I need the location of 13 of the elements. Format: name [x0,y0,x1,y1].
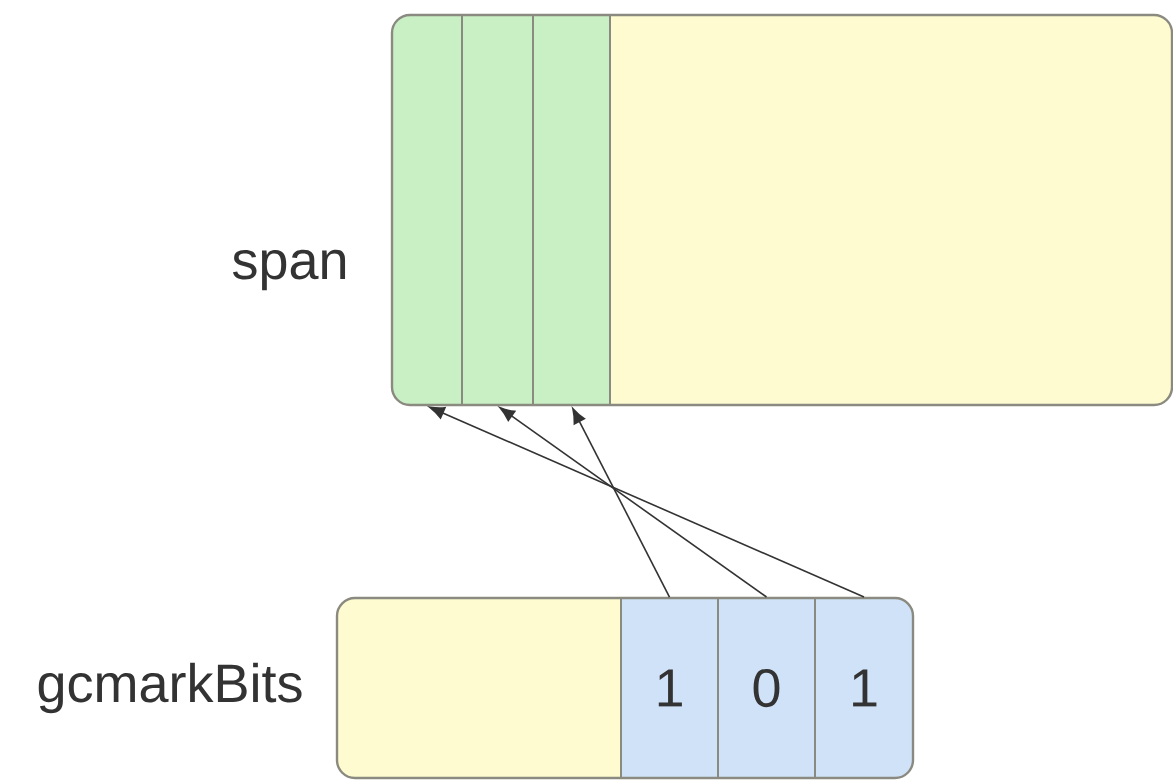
bit-cell: 1 [620,598,719,778]
bit-cell: 0 [717,598,816,778]
memory-slot [337,598,622,778]
memory-slot [609,15,1172,405]
row-label: gcmarkBits [38,662,302,714]
arrow [499,407,768,598]
arrow [572,408,671,598]
memory-slot [392,15,463,405]
memory-slot [532,15,611,405]
bit-cell: 1 [814,598,913,778]
row-label: span [232,249,346,291]
arrow [429,406,865,598]
memory-slot [461,15,534,405]
